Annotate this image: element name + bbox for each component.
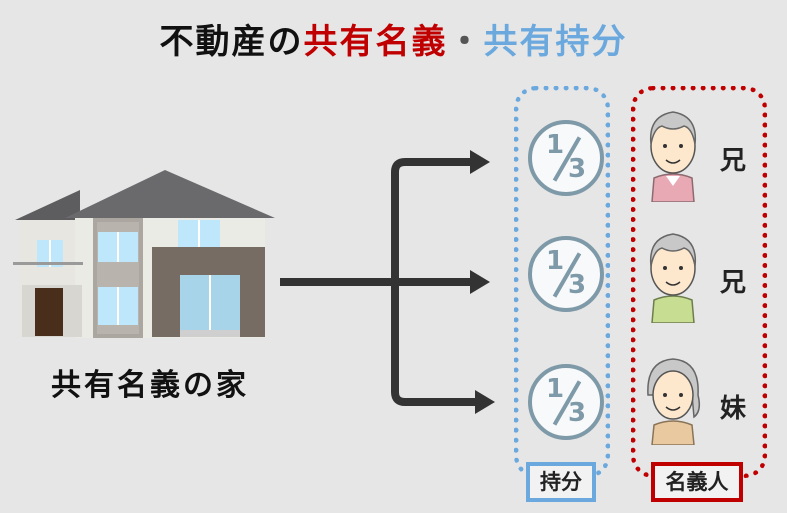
fraction-numerator: 1 (546, 374, 565, 404)
fraction-denominator: 3 (568, 398, 587, 428)
owner-relation-1: 兄 (720, 146, 747, 176)
elderly-man-icon (649, 233, 697, 323)
fraction-numerator: 1 (546, 130, 565, 160)
share-label: 持分 (526, 462, 596, 502)
arrow-branch-line (391, 158, 480, 406)
house-label: 共有名義の家 (51, 368, 249, 403)
owner-relation-3: 妹 (720, 394, 747, 424)
branch-arrows (280, 150, 495, 414)
title-separator: ・ (447, 22, 484, 62)
elderly-man-icon (649, 111, 697, 202)
title-part-co-ownership: 共有名義 (303, 22, 448, 62)
elderly-woman-icon (647, 358, 701, 445)
owner-label: 名義人 (651, 462, 743, 502)
arrow-head-middle (470, 270, 490, 294)
title-part-share: 共有持分 (483, 22, 628, 62)
page-title: 不動産の共有名義・共有持分 (0, 14, 787, 63)
fraction-numerator: 1 (546, 246, 565, 276)
fraction-denominator: 3 (568, 154, 587, 184)
share-fraction-2: 1 3 (528, 236, 604, 312)
title-part-realestate: 不動産の (159, 22, 304, 62)
arrow-head-bottom (475, 390, 495, 414)
share-fraction-1: 1 3 (528, 120, 604, 196)
share-fraction-3: 1 3 (528, 364, 604, 440)
fraction-denominator: 3 (568, 270, 587, 300)
arrow-head-top (470, 150, 490, 174)
owner-relation-2: 兄 (720, 268, 747, 298)
house-icon (13, 170, 275, 338)
